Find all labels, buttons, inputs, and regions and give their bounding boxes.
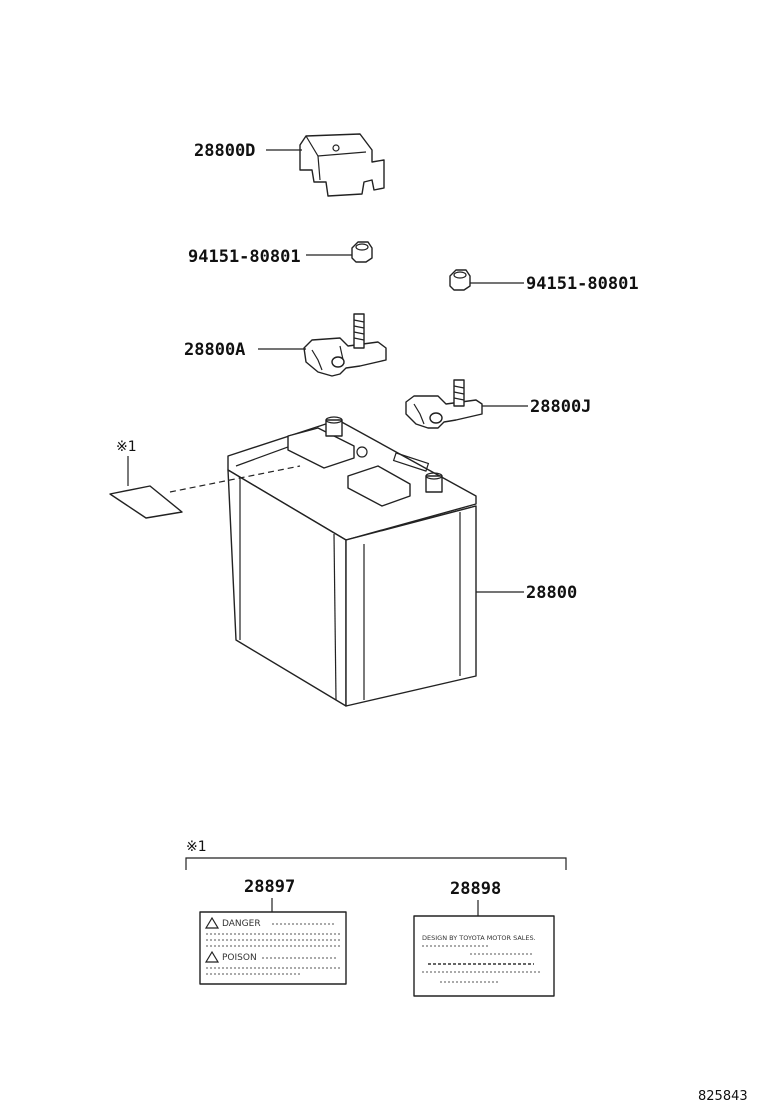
label-terminal-j: 28800J bbox=[530, 397, 591, 417]
label-battery: 28800 bbox=[526, 583, 577, 603]
danger-text: DANGER bbox=[222, 919, 261, 929]
figure-id: 825843 bbox=[698, 1089, 748, 1104]
cover-part bbox=[299, 133, 385, 197]
terminal-a-part bbox=[303, 313, 387, 377]
toyota-text: DESIGN BY TOYOTA MOTOR SALES. bbox=[422, 934, 536, 942]
note-ref-bottom: ※1 bbox=[186, 839, 207, 855]
label-terminal-a: 28800A bbox=[184, 340, 245, 360]
bracket bbox=[185, 857, 567, 870]
toyota-label-sheet: DESIGN BY TOYOTA MOTOR SALES. bbox=[413, 915, 555, 997]
label-toyota-pn: 28898 bbox=[450, 879, 501, 899]
battery-part bbox=[227, 416, 477, 707]
label-danger-pn: 28897 bbox=[244, 877, 295, 897]
label-sheet-small bbox=[109, 485, 183, 519]
terminal-j-part bbox=[405, 379, 483, 429]
dashed-leader bbox=[169, 465, 301, 493]
label-nut-right: 94151-80801 bbox=[526, 274, 639, 294]
poison-text: POISON bbox=[222, 953, 257, 963]
note-ref-top: ※1 bbox=[116, 439, 137, 455]
nut-left-part bbox=[351, 241, 373, 263]
nut-right-part bbox=[449, 269, 471, 291]
label-cover: 28800D bbox=[194, 141, 255, 161]
label-nut-left: 94151-80801 bbox=[188, 247, 301, 267]
danger-label-sheet: DANGER POISON bbox=[199, 911, 347, 985]
